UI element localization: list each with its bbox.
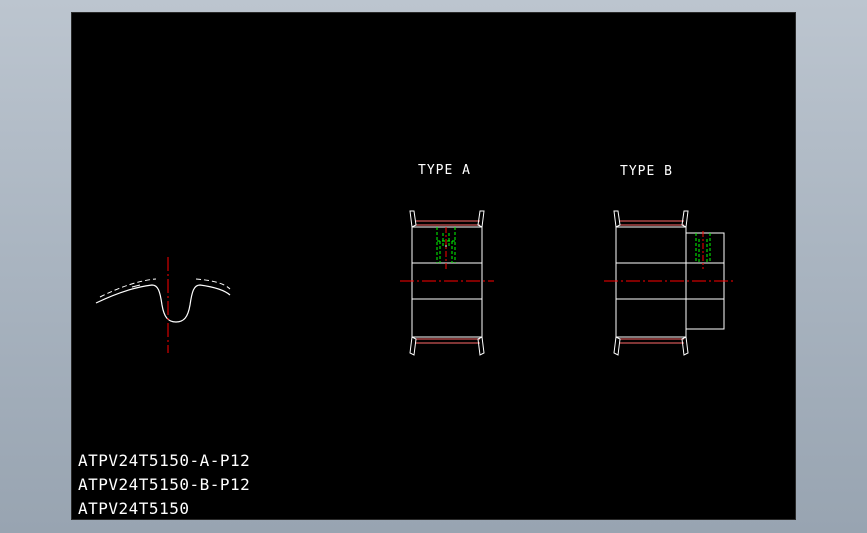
type-b-pulley-view: [604, 210, 736, 356]
type-a-pulley-view: [400, 210, 494, 356]
tooth-profile-outer-line: [95, 284, 231, 323]
type-b-setscrew-hidden: [695, 233, 711, 263]
type-a-title: TYPE A: [418, 163, 471, 178]
type-a-setscrew-hidden: [436, 227, 456, 263]
tooth-profile-detail: [95, 257, 231, 353]
cad-drawing-viewport[interactable]: TYPE A: [71, 12, 796, 520]
cad-drawing: TYPE A: [95, 163, 736, 356]
tooth-profile-pitch-line: [99, 278, 231, 298]
part-number-type-b: ATPV24T5150-B-P12: [78, 475, 251, 494]
part-number-base: ATPV24T5150: [78, 499, 190, 518]
type-b-title: TYPE B: [620, 164, 673, 179]
part-number-type-a: ATPV24T5150-A-P12: [78, 451, 251, 470]
